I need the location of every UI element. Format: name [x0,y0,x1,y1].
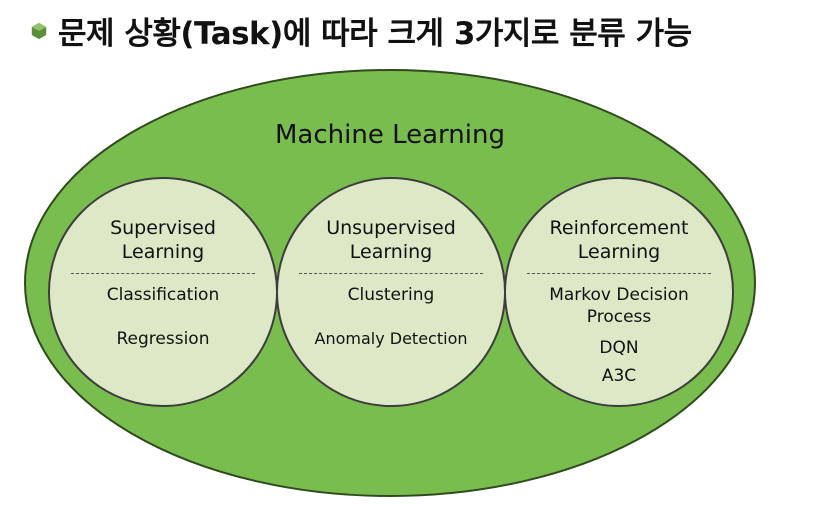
hexagon-bullet-icon [31,22,47,39]
reinforcement-learning-group: Reinforcement Learning Markov Decision P… [504,216,734,387]
supervised-divider [71,273,255,274]
unsupervised-title-line2: Learning [349,241,433,263]
supervised-title-line1: Supervised [110,217,216,239]
item-clustering: Clustering [347,285,435,305]
reinforcement-title-line1: Reinforcement [549,217,689,239]
slide-title: 문제 상황(Task)에 따라 크게 3가지로 분류 가능 [58,16,692,52]
supervised-learning-group: Supervised Learning Classification Regre… [48,216,278,350]
reinforcement-divider [527,273,711,274]
unsupervised-learning-group: Unsupervised Learning Clustering Anomaly… [276,216,506,350]
unsupervised-title-line1: Unsupervised [326,217,456,239]
item-process: Process [586,307,652,327]
slide-header: 문제 상황(Task)에 따라 크게 3가지로 분류 가능 [30,8,692,53]
reinforcement-title-line2: Learning [577,241,661,263]
item-dqn: DQN [599,338,639,358]
supervised-title-line2: Learning [121,241,205,263]
item-a3c: A3C [601,366,637,386]
unsupervised-divider [299,273,483,274]
item-markov-decision: Markov Decision [549,285,689,305]
item-regression: Regression [116,329,210,349]
item-classification: Classification [106,285,220,305]
item-anomaly-detection: Anomaly Detection [314,329,468,348]
reinforcement-circle [504,177,734,407]
machine-learning-label: Machine Learning [275,120,505,150]
